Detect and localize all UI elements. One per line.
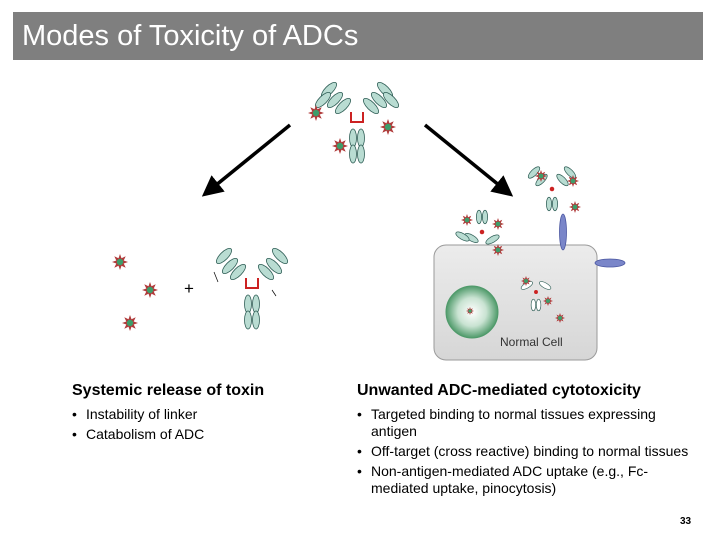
toxin-core bbox=[126, 319, 134, 327]
toxin-core bbox=[336, 142, 344, 150]
right-bullet: Off-target (cross reactive) binding to n… bbox=[357, 443, 697, 460]
arrow-right bbox=[423, 123, 514, 197]
toxin-core bbox=[524, 279, 528, 283]
adc-intact bbox=[314, 81, 400, 164]
toxin-core bbox=[570, 178, 576, 184]
toxin-core bbox=[558, 316, 562, 320]
left-bullet: Instability of linker bbox=[72, 406, 322, 423]
right-bullet: Non-antigen-mediated ADC uptake (e.g., F… bbox=[357, 463, 697, 497]
title-bar: Modes of Toxicity of ADCs bbox=[13, 12, 703, 60]
left-column-bullets: Instability of linker Catabolism of ADC bbox=[72, 406, 322, 446]
toxin-core bbox=[384, 123, 392, 131]
toxin-core bbox=[572, 204, 578, 210]
toxin-star-group bbox=[112, 105, 581, 331]
toxin-core bbox=[312, 109, 320, 117]
adc-bound bbox=[527, 166, 577, 212]
toxin-core bbox=[464, 217, 470, 223]
toxin-core bbox=[146, 286, 154, 294]
toxin-core bbox=[468, 309, 472, 313]
adc-toxicity-diagram: Normal Cell + bbox=[112, 81, 626, 361]
receptor bbox=[559, 213, 567, 251]
page-number: 33 bbox=[680, 516, 692, 527]
toxin-core bbox=[538, 173, 544, 179]
adc-internalized bbox=[520, 281, 552, 312]
arrow-left bbox=[201, 123, 292, 197]
receptor bbox=[594, 258, 626, 268]
adc-crossreactive bbox=[455, 209, 500, 245]
normal-cell-label: Normal Cell bbox=[500, 335, 563, 349]
slide-title: Modes of Toxicity of ADCs bbox=[22, 20, 359, 52]
antibody-released bbox=[213, 247, 289, 330]
left-bullet: Catabolism of ADC bbox=[72, 426, 322, 443]
toxin-core bbox=[495, 221, 501, 227]
left-column-heading: Systemic release of toxin bbox=[72, 382, 265, 399]
toxin-core bbox=[546, 299, 550, 303]
toxin-core bbox=[495, 247, 501, 253]
right-column-heading: Unwanted ADC-mediated cytotoxicity bbox=[357, 382, 641, 399]
nucleus bbox=[445, 285, 499, 339]
right-bullet: Targeted binding to normal tissues expre… bbox=[357, 406, 697, 440]
plus-sign: + bbox=[184, 279, 194, 298]
toxin-core bbox=[116, 258, 124, 266]
right-column-bullets: Targeted binding to normal tissues expre… bbox=[357, 406, 697, 500]
